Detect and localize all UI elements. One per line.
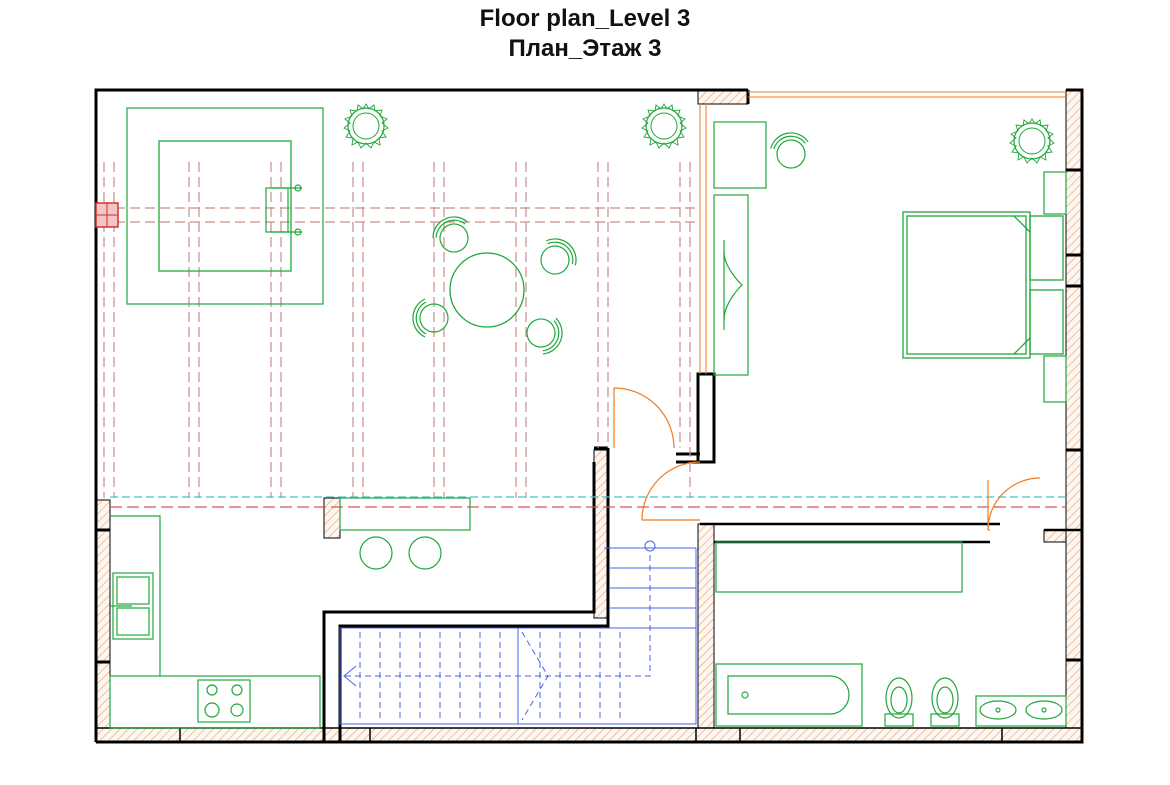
kitchen-counter: [109, 515, 321, 729]
mirror-chair: [723, 240, 743, 330]
axis-lines: [110, 496, 1066, 508]
bed-icon: [902, 211, 1064, 359]
glazing: [699, 91, 1066, 374]
plan-title-russian: План_Этаж 3: [508, 35, 662, 62]
plan-title: Floor plan_Level 3 План_Этаж 3: [0, 4, 1170, 64]
armchair: [265, 184, 302, 236]
cooktop-icon: [197, 679, 251, 723]
roof-beams: [100, 162, 698, 498]
bathtub-icon: [715, 663, 863, 727]
vanity-counter: [715, 541, 963, 593]
stair-arrow: [343, 540, 656, 687]
exterior-wall-hatching: [95, 89, 1083, 743]
stair-treads: [345, 552, 651, 721]
chair-icon: [412, 298, 449, 338]
chair-icon: [768, 129, 813, 172]
toilet-icon: [884, 677, 914, 727]
chair-icon: [520, 309, 568, 359]
door: [641, 461, 701, 521]
dining-table: [449, 252, 525, 328]
door: [613, 387, 675, 449]
door: [987, 477, 1041, 531]
coffee-table: [158, 140, 292, 272]
sink-icon: [110, 572, 154, 640]
rug-outer: [126, 107, 324, 305]
nightstand: [1043, 171, 1067, 403]
walls: [94, 88, 1084, 744]
chair-icon: [530, 231, 584, 284]
plan-title-english: Floor plan_Level 3: [479, 5, 691, 32]
bar-counter: [339, 497, 471, 531]
bar-stool: [408, 536, 442, 570]
bidet-icon: [930, 677, 960, 727]
column-marker: [95, 202, 119, 228]
plant-icon: [343, 103, 389, 149]
staircase: [339, 547, 697, 725]
plant-icon: [1009, 118, 1055, 164]
plant-icon: [641, 103, 687, 149]
chair-icon: [427, 210, 478, 260]
wardrobe: [713, 121, 767, 376]
washbasin-icon: [975, 695, 1067, 727]
bar-stool: [359, 536, 393, 570]
